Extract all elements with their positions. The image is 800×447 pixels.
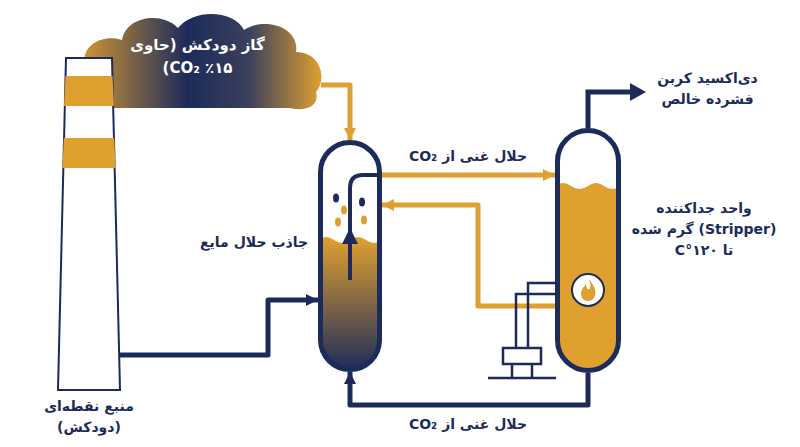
flue-gas-flow — [321, 85, 350, 140]
node-label: منبع نقطه‌ای (دودکش) — [22, 396, 156, 438]
reboiler-stand — [488, 364, 556, 378]
stripper-column: واحد جداکننده (Stripper) گرم شده تا ۱۲۰°… — [555, 128, 621, 373]
chimney-source: منبع نقطه‌ای (دودکش) — [58, 58, 120, 390]
reboiler-box — [503, 348, 541, 364]
node-label: واحد جداکننده (Stripper) گرم شده تا ۱۲۰°… — [629, 198, 779, 261]
rich-solvent-flow — [382, 173, 555, 178]
chimney-shape — [58, 58, 120, 390]
co2-output-pipe — [588, 92, 632, 128]
output-label: دی‌اکسید کربن فشرده خالص — [645, 68, 770, 110]
node-label: گاز دودکش (حاوی ۱۵٪ CO₂) — [118, 8, 278, 79]
node-label: جاذب حلال مایع — [200, 232, 308, 253]
edge-label: حلال غنی از CO₂ — [405, 416, 531, 432]
stripper-shape — [555, 128, 621, 373]
absorber-shape — [318, 140, 382, 372]
edge-label: حلال غنی از CO₂ — [405, 148, 531, 164]
absorber-column: جاذب حلال مایع — [318, 140, 382, 372]
reboiler-pipe — [516, 294, 556, 348]
source-flow — [119, 300, 318, 355]
co2-output-arrowhead — [630, 83, 646, 101]
